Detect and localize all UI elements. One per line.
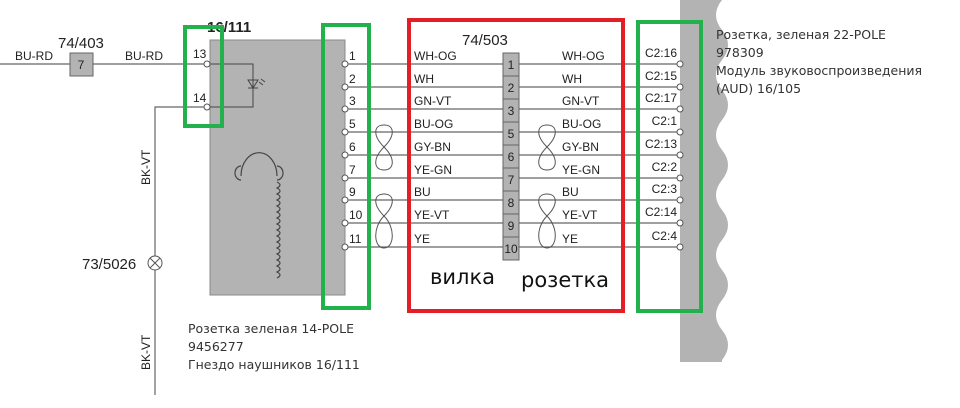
caption-line: 978309 bbox=[716, 45, 764, 60]
pin-connector bbox=[676, 105, 684, 113]
wire-color-label: GN-VT bbox=[414, 94, 452, 108]
wire-color-label: YE bbox=[414, 232, 430, 246]
pin-connector bbox=[676, 83, 684, 91]
connector-pin-cell bbox=[502, 236, 520, 261]
wire-color-label: BU-OG bbox=[414, 117, 453, 131]
audio-module-caption: Розетка, зеленая 22-POLE 978309 Модуль з… bbox=[716, 26, 922, 98]
wire-color-label: YE-VT bbox=[562, 208, 598, 222]
pin-connector bbox=[676, 60, 684, 68]
wire-color-label: YE bbox=[562, 232, 578, 246]
socket-label: розетка bbox=[521, 268, 610, 292]
wire-color-label: GN-VT bbox=[562, 94, 600, 108]
headphone-module-caption: Розетка зеленая 14-POLE 9456277 Гнездо н… bbox=[188, 320, 360, 374]
highlight-box-green bbox=[321, 23, 371, 310]
pin-connector bbox=[341, 83, 349, 91]
wire-color-label: BU bbox=[562, 185, 579, 199]
connector-pin-number: 7 bbox=[508, 173, 515, 187]
pin-label: C2:17 bbox=[645, 91, 677, 105]
caption-line: Модуль звуковоспроизведения bbox=[716, 63, 923, 78]
connector-id: 74/503 bbox=[462, 32, 508, 49]
connector-pin-number: 8 bbox=[508, 196, 515, 210]
highlight-box-green bbox=[636, 20, 703, 313]
pin-connector bbox=[341, 243, 349, 251]
pin-connector bbox=[341, 196, 349, 204]
highlight-box-green bbox=[183, 25, 224, 128]
caption-line: Гнездо наушников 16/111 bbox=[188, 357, 360, 372]
twisted-pair-icon bbox=[375, 124, 556, 249]
pin-label: C2:16 bbox=[645, 46, 677, 60]
pin-connector bbox=[341, 128, 349, 136]
pin-connector bbox=[676, 128, 684, 136]
fuse-pin: 7 bbox=[78, 58, 85, 72]
highlight-box-red bbox=[407, 18, 625, 313]
wire-color-label: WH bbox=[414, 72, 434, 86]
pin-label: 10 bbox=[349, 208, 363, 222]
pin-connector bbox=[676, 243, 684, 251]
pin-label: 5 bbox=[349, 117, 356, 131]
connector-pin-number: 6 bbox=[508, 150, 515, 164]
ground-symbol bbox=[147, 255, 163, 271]
pin-label: 13 bbox=[193, 47, 207, 61]
headphone-icon bbox=[234, 152, 284, 279]
headphone-module-id: 16/111 bbox=[207, 19, 251, 36]
wire-color-label: YE-GN bbox=[562, 163, 600, 177]
led-icon bbox=[210, 63, 266, 108]
pin-connector bbox=[676, 196, 684, 204]
caption-line: Розетка зеленая 14-POLE bbox=[188, 321, 354, 336]
pin-label: C2:1 bbox=[652, 114, 678, 128]
fuse-box bbox=[69, 52, 94, 77]
wire-color-label: GY-BN bbox=[414, 140, 451, 154]
wire-label: BK-VT bbox=[139, 334, 153, 370]
wire-label: BU-RD bbox=[125, 49, 163, 63]
pin-connector bbox=[341, 60, 349, 68]
wire-color-label: YE-GN bbox=[414, 163, 452, 177]
wire-color-label: WH-OG bbox=[414, 49, 457, 63]
pin-label: 7 bbox=[349, 163, 356, 177]
plug-label: вилка bbox=[430, 265, 495, 289]
connector-pin-number: 3 bbox=[508, 104, 515, 118]
pin-label: C2:4 bbox=[652, 229, 678, 243]
pin-connector bbox=[676, 151, 684, 159]
caption-line: Розетка, зеленая 22-POLE bbox=[716, 27, 886, 42]
wire-color-label: YE-VT bbox=[414, 208, 450, 222]
connector-pin-number: 5 bbox=[508, 127, 515, 141]
pin-label: C2:3 bbox=[652, 182, 678, 196]
pin-label: C2:15 bbox=[645, 69, 677, 83]
connector-pin-number: 9 bbox=[508, 219, 515, 233]
pin-label: C2:13 bbox=[645, 137, 677, 151]
wire-color-label: GY-BN bbox=[562, 140, 599, 154]
ground-id: 73/5026 bbox=[82, 256, 136, 273]
wire-label: BK-VT bbox=[139, 149, 153, 185]
pin-connector bbox=[341, 151, 349, 159]
pin-label: 14 bbox=[193, 91, 207, 105]
pin-connector bbox=[341, 174, 349, 182]
pin-label: C2:14 bbox=[645, 205, 677, 219]
pin-label: C2:2 bbox=[652, 160, 678, 174]
audio-module-block bbox=[680, 0, 728, 362]
wire-label: BU-RD bbox=[15, 49, 53, 63]
caption-line: 9456277 bbox=[188, 339, 244, 354]
connector-pin-number: 10 bbox=[504, 242, 518, 256]
pin-connector bbox=[676, 219, 684, 227]
connector-pin-number: 2 bbox=[508, 81, 515, 95]
wire-color-label: WH-OG bbox=[562, 49, 605, 63]
pin-label: 9 bbox=[349, 185, 356, 199]
pin-connector bbox=[341, 219, 349, 227]
pin-label: 3 bbox=[349, 94, 356, 108]
wire-color-label: BU bbox=[414, 185, 431, 199]
pin-label: 11 bbox=[349, 232, 362, 246]
pin-connector bbox=[676, 174, 684, 182]
fuse-id: 74/403 bbox=[58, 35, 104, 52]
wire-color-label: BU-OG bbox=[562, 117, 601, 131]
wire-color-label: WH bbox=[562, 72, 582, 86]
caption-line: (AUD) 16/105 bbox=[716, 81, 802, 96]
connector-pin-number: 1 bbox=[508, 58, 515, 72]
pin-label: 1 bbox=[349, 49, 356, 63]
pin-label: 6 bbox=[349, 140, 356, 154]
pin-connector bbox=[341, 105, 349, 113]
pin-label: 2 bbox=[349, 72, 356, 86]
